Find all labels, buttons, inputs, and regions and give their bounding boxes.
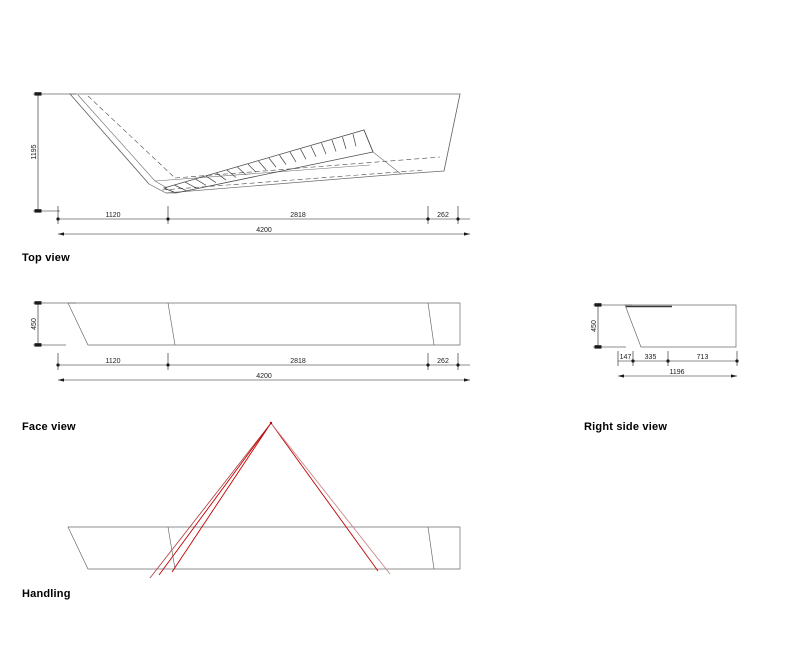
face-view-outline [67, 302, 461, 346]
top-view-dim-1: 1120 [105, 212, 120, 219]
top-view-overall-value: 4200 [256, 227, 272, 234]
top-view-outline [69, 93, 461, 194]
face-view-chain-dimension: 1120 2818 262 [56, 353, 470, 370]
face-view-label: Face view [22, 421, 76, 433]
top-view-height-value: 1195 [31, 144, 38, 159]
face-view-internal-edges [167, 302, 435, 346]
right-side-view-label: Right side view [584, 421, 668, 433]
right-side-view-overall-dimension: 1196 [618, 369, 737, 378]
top-view-group: 1195 [31, 92, 470, 236]
face-view-overall-dimension: 4200 [58, 373, 470, 382]
face-view-height-dimension: 450 [31, 301, 76, 347]
right-side-view-group: 450 147 335 713 1196 [591, 303, 739, 378]
handling-sling-lines [149, 422, 391, 579]
right-side-view-chain-dimension: 147 335 713 [617, 351, 739, 366]
top-view-inner-edges [77, 94, 371, 189]
right-side-view-overall-value: 1196 [669, 369, 684, 376]
right-side-view-dim-1: 147 [620, 354, 632, 361]
face-view-dim-1: 1120 [105, 358, 120, 365]
top-view-overall-dimension: 4200 [58, 227, 470, 236]
face-view-height-value: 450 [31, 318, 38, 330]
top-view-label: Top view [22, 252, 70, 264]
top-view-dim-2: 2818 [290, 212, 306, 219]
handling-view-outline [67, 526, 461, 570]
face-view-dim-2: 2818 [290, 358, 306, 365]
top-view-chain-dimension: 1120 2818 262 [56, 206, 470, 224]
top-view-hidden-lines [87, 95, 441, 191]
top-view-rib-panel [162, 129, 374, 194]
face-view-group: 450 1120 2818 262 4200 [31, 301, 470, 382]
right-side-view-height-value: 450 [591, 320, 598, 332]
top-view-height-dimension: 1195 [31, 92, 76, 213]
handling-apex-marker [269, 421, 273, 425]
face-view-dim-3: 262 [437, 358, 449, 365]
right-side-view-dim-3: 713 [697, 354, 709, 361]
handling-view-internal-edges [167, 526, 435, 570]
top-view-rib-panel-edge [166, 151, 402, 194]
right-side-view-outline [624, 304, 737, 348]
right-side-view-height-dimension: 450 [591, 303, 632, 349]
handling-view-label: Handling [22, 588, 71, 600]
handling-view-group [67, 421, 461, 579]
top-view-dim-3: 262 [437, 212, 449, 219]
right-side-view-dim-2: 335 [645, 354, 657, 361]
face-view-overall-value: 4200 [256, 373, 272, 380]
